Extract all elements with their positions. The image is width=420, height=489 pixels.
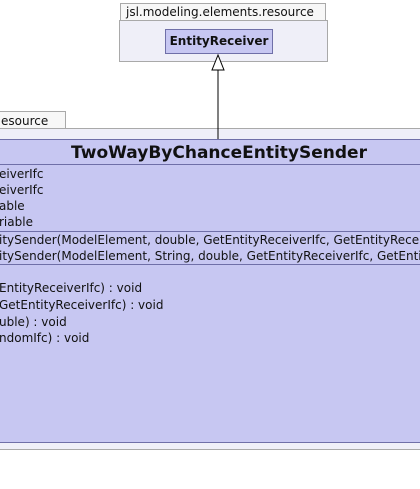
parent-class-box[interactable]: EntityReceiver xyxy=(165,29,273,54)
parent-class-name: EntityReceiver xyxy=(169,34,269,48)
attribute-row: eiverIfc xyxy=(0,167,44,181)
attribute-row: eiverIfc xyxy=(0,183,44,197)
main-class-box[interactable]: TwoWayByChanceEntitySender eiverIfc eive… xyxy=(0,139,420,443)
main-package-name: esource xyxy=(1,114,49,128)
constructors-divider xyxy=(0,264,420,265)
parent-package-name: jsl.modeling.elements.resource xyxy=(126,5,314,19)
attributes-divider xyxy=(0,231,420,232)
constructor-row: itySender(ModelElement, double, GetEntit… xyxy=(0,233,420,247)
constructor-row: itySender(ModelElement, String, double, … xyxy=(0,249,420,263)
method-row: GetEntityReceiverIfc) : void xyxy=(0,298,164,312)
class-header-divider xyxy=(0,164,420,165)
method-row: ndomIfc) : void xyxy=(0,331,90,345)
package-tab-parent: jsl.modeling.elements.resource xyxy=(120,3,326,20)
class-title: TwoWayByChanceEntitySender xyxy=(71,143,367,163)
method-row: EntityReceiverIfc) : void xyxy=(0,281,143,295)
package-tab-main: esource xyxy=(0,111,66,129)
method-row: uble) : void xyxy=(0,315,67,329)
attribute-row: riable xyxy=(0,215,33,229)
attribute-row: able xyxy=(0,199,25,213)
